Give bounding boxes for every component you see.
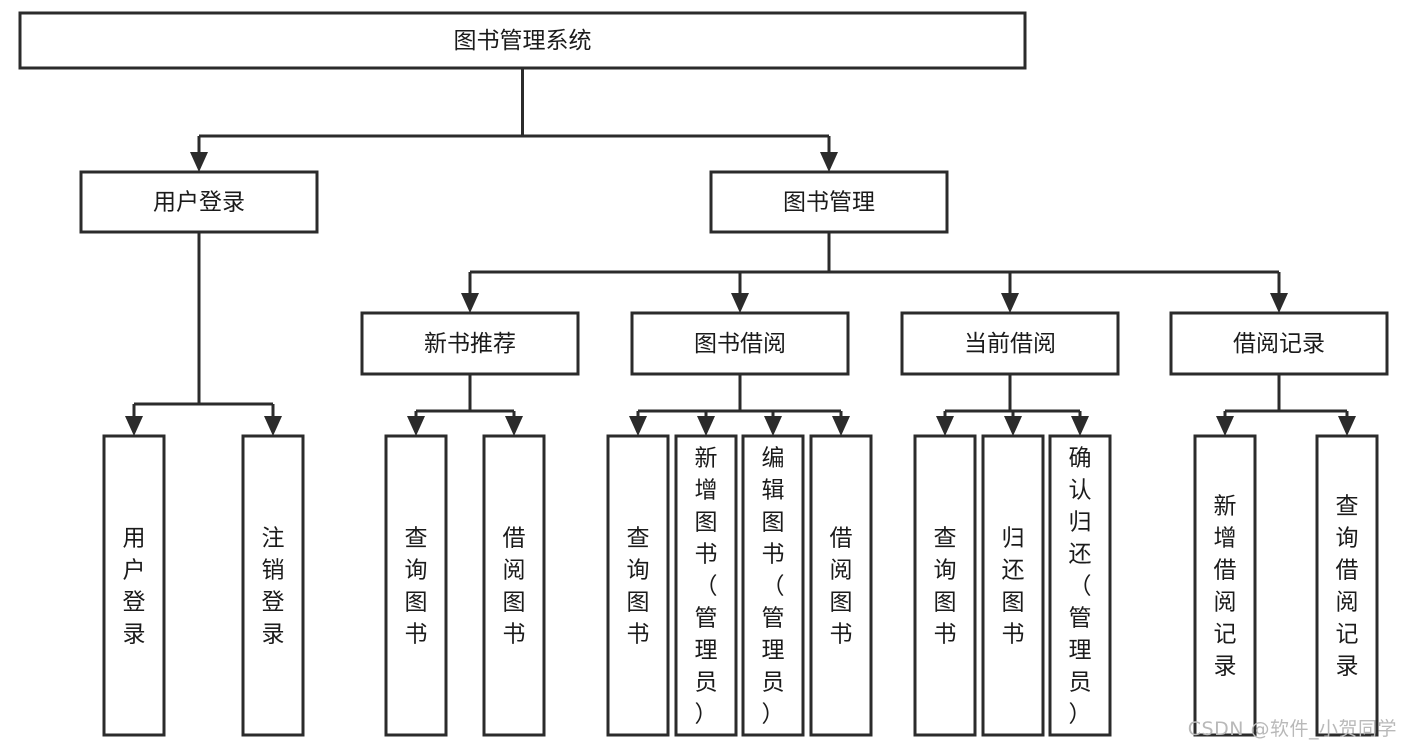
node-label-current-borrow: 当前借阅 (964, 331, 1056, 357)
arrow-head-e-root-userlogin (190, 152, 208, 172)
node-box-leaf-add-book (674, 434, 738, 737)
arrow-head-e-br-query (1338, 416, 1356, 436)
connector-group-borrow-record (1216, 374, 1356, 436)
arrow-head-e-nbr-borrow (505, 416, 523, 436)
node-box-leaf-query-book-1 (384, 434, 448, 737)
arrow-head-e-ul-login (125, 416, 143, 436)
arrow-head-e-bb-add (697, 416, 715, 436)
arrow-head-e-cb-query (936, 416, 954, 436)
node-leaf-add-book[interactable]: 新增图书（管理员） (674, 434, 738, 737)
arrow-head-e-nbr-query (407, 416, 425, 436)
connectors-layer (125, 68, 1356, 436)
node-box-root (18, 11, 1027, 70)
node-label-new-book-recommend: 新书推荐 (424, 331, 516, 357)
node-leaf-query-record[interactable]: 查询借阅记录 (1315, 434, 1379, 737)
node-leaf-user-logout[interactable]: 注销登录 (241, 434, 305, 737)
node-label-leaf-borrow-book-2: 借阅图书 (830, 526, 853, 648)
arrow-head-e-bb-borrow (832, 416, 850, 436)
node-box-leaf-query-book-2 (606, 434, 670, 737)
arrow-head-e-bm-borrowrecord (1270, 293, 1288, 313)
node-label-leaf-add-book: 新增图书（管理员） (695, 446, 718, 728)
node-box-leaf-add-record (1193, 434, 1257, 737)
node-label-leaf-query-record: 查询借阅记录 (1336, 494, 1359, 680)
node-current-borrow[interactable]: 当前借阅 (900, 311, 1120, 376)
arrow-head-e-bm-currentborrow (1001, 293, 1019, 313)
node-leaf-return-book[interactable]: 归还图书 (981, 434, 1045, 737)
node-box-book-borrow (630, 311, 850, 376)
node-label-borrow-record: 借阅记录 (1233, 331, 1325, 357)
node-label-leaf-confirm-return: 确认归还（管理员） (1069, 446, 1092, 728)
node-box-current-borrow (900, 311, 1120, 376)
arrow-head-e-bm-newbook (461, 293, 479, 313)
node-box-leaf-borrow-book-2 (809, 434, 873, 737)
arrow-head-e-bm-bookborrow (731, 293, 749, 313)
node-box-leaf-user-login (102, 434, 166, 737)
arrow-head-e-root-bookmanage (820, 152, 838, 172)
node-user-login[interactable]: 用户登录 (79, 170, 319, 234)
node-label-root: 图书管理系统 (454, 28, 592, 54)
arrow-head-e-cb-return (1004, 416, 1022, 436)
node-leaf-borrow-book-2[interactable]: 借阅图书 (809, 434, 873, 737)
node-book-borrow[interactable]: 图书借阅 (630, 311, 850, 376)
arrow-head-e-br-add (1216, 416, 1234, 436)
connector-group-book-borrow (629, 374, 850, 436)
connector-group-current-borrow (936, 374, 1089, 436)
node-box-borrow-record (1169, 311, 1389, 376)
arrow-head-e-bb-query (629, 416, 647, 436)
node-leaf-confirm-return[interactable]: 确认归还（管理员） (1048, 434, 1112, 737)
node-book-manage[interactable]: 图书管理 (709, 170, 949, 234)
node-label-leaf-query-book-2: 查询图书 (627, 526, 650, 648)
node-label-leaf-query-book-3: 查询图书 (934, 526, 957, 648)
nodes-layer: 图书管理系统用户登录图书管理新书推荐图书借阅当前借阅借阅记录用户登录注销登录查询… (18, 11, 1389, 737)
node-leaf-query-book-2[interactable]: 查询图书 (606, 434, 670, 737)
node-label-user-login: 用户登录 (153, 190, 245, 216)
node-leaf-query-book-1[interactable]: 查询图书 (384, 434, 448, 737)
connector-group-new-book-recommend (407, 374, 523, 436)
node-box-book-manage (709, 170, 949, 234)
node-label-leaf-query-book-1: 查询图书 (405, 526, 428, 648)
node-label-leaf-edit-book: 编辑图书（管理员） (762, 446, 785, 728)
node-leaf-query-book-3[interactable]: 查询图书 (913, 434, 977, 737)
node-box-leaf-query-book-3 (913, 434, 977, 737)
node-new-book-recommend[interactable]: 新书推荐 (360, 311, 580, 376)
node-label-leaf-user-logout: 注销登录 (262, 526, 285, 648)
node-label-book-borrow: 图书借阅 (694, 331, 786, 357)
connector-group-root (190, 68, 838, 172)
arrow-head-e-ul-logout (264, 416, 282, 436)
node-label-leaf-borrow-book-1: 借阅图书 (503, 526, 526, 648)
node-box-leaf-borrow-book-1 (482, 434, 546, 737)
connector-group-book-manage (461, 232, 1288, 313)
node-label-leaf-user-login: 用户登录 (123, 526, 146, 648)
node-borrow-record[interactable]: 借阅记录 (1169, 311, 1389, 376)
node-label-leaf-return-book: 归还图书 (1002, 526, 1025, 648)
node-box-user-login (79, 170, 319, 234)
node-box-leaf-edit-book (741, 434, 805, 737)
node-label-leaf-add-record: 新增借阅记录 (1214, 494, 1237, 680)
csdn-watermark: CSDN @软件_小贺同学 (1187, 718, 1397, 740)
node-leaf-edit-book[interactable]: 编辑图书（管理员） (741, 434, 805, 737)
arrow-head-e-cb-confirm (1071, 416, 1089, 436)
node-leaf-add-record[interactable]: 新增借阅记录 (1193, 434, 1257, 737)
connector-group-user-login (125, 232, 282, 436)
node-leaf-user-login[interactable]: 用户登录 (102, 434, 166, 737)
node-box-new-book-recommend (360, 311, 580, 376)
node-box-leaf-return-book (981, 434, 1045, 737)
node-leaf-borrow-book-1[interactable]: 借阅图书 (482, 434, 546, 737)
node-box-leaf-query-record (1315, 434, 1379, 737)
node-box-leaf-confirm-return (1048, 434, 1112, 737)
node-label-book-manage: 图书管理 (783, 190, 875, 216)
node-root[interactable]: 图书管理系统 (18, 11, 1027, 70)
node-box-leaf-user-logout (241, 434, 305, 737)
arrow-head-e-bb-edit (764, 416, 782, 436)
